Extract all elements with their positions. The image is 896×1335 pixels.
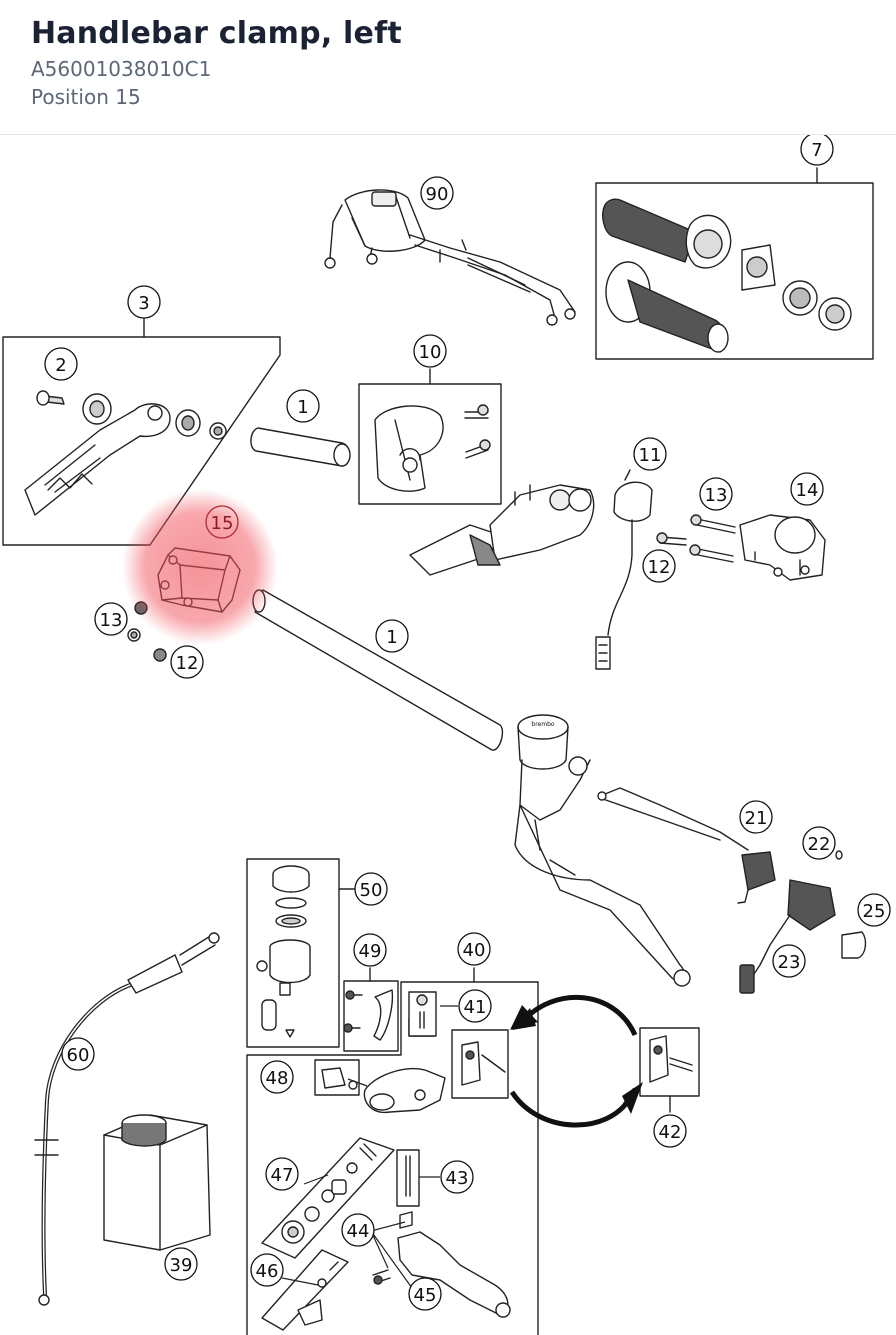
callout-12-right[interactable]: 12 xyxy=(642,549,676,583)
svg-text:45: 45 xyxy=(414,1285,437,1306)
svg-text:10: 10 xyxy=(419,342,442,363)
callout-50[interactable]: 50 xyxy=(354,872,388,906)
svg-text:40: 40 xyxy=(463,940,486,961)
svg-text:7: 7 xyxy=(811,140,822,161)
part-number: A56001038010C1 xyxy=(31,57,212,81)
callout-13-left[interactable]: 13 xyxy=(94,602,128,636)
callout-3[interactable]: 3 xyxy=(127,285,161,319)
svg-text:3: 3 xyxy=(138,293,149,314)
svg-text:44: 44 xyxy=(347,1221,370,1242)
svg-text:1: 1 xyxy=(297,397,308,418)
header: Handlebar clamp, left A56001038010C1 Pos… xyxy=(0,0,896,135)
svg-text:48: 48 xyxy=(266,1068,289,1089)
svg-text:46: 46 xyxy=(256,1261,279,1282)
callout-25[interactable]: 25 xyxy=(857,893,891,927)
clamp-bolts-part[interactable] xyxy=(656,514,736,563)
kill-switch-part[interactable] xyxy=(595,469,653,670)
position-label: Position 15 xyxy=(31,85,141,109)
brake-fluid-part[interactable] xyxy=(103,1114,211,1251)
callout-7[interactable]: 7 xyxy=(800,135,834,166)
lever-kit-part[interactable] xyxy=(2,317,281,546)
swap-arrows xyxy=(509,994,638,1128)
clutch-master-cylinder-part[interactable] xyxy=(514,714,691,987)
callout-13-right[interactable]: 13 xyxy=(699,477,733,511)
bracket-kit-part[interactable] xyxy=(343,967,399,1052)
adapter-part[interactable] xyxy=(639,1027,700,1113)
svg-text:22: 22 xyxy=(808,834,831,855)
callout-14[interactable]: 14 xyxy=(790,472,824,506)
svg-text:15: 15 xyxy=(211,513,234,534)
callout-22[interactable]: 22 xyxy=(802,826,836,860)
svg-text:41: 41 xyxy=(464,997,487,1018)
callout-1-sleeve[interactable]: 1 xyxy=(286,389,320,423)
callout-46[interactable]: 46 xyxy=(250,1253,284,1287)
callout-42[interactable]: 42 xyxy=(653,1114,687,1148)
svg-text:49: 49 xyxy=(359,941,382,962)
callout-44[interactable]: 44 xyxy=(341,1213,375,1247)
callout-41[interactable]: 41 xyxy=(458,989,492,1023)
callout-48[interactable]: 48 xyxy=(260,1060,294,1094)
svg-text:60: 60 xyxy=(67,1045,90,1066)
svg-text:1: 1 xyxy=(386,627,397,648)
callout-2[interactable]: 2 xyxy=(44,347,78,381)
svg-text:14: 14 xyxy=(796,480,819,501)
callout-40[interactable]: 40 xyxy=(457,932,491,966)
handlebar-clamp-right-part[interactable] xyxy=(739,514,826,581)
callout-49[interactable]: 49 xyxy=(353,933,387,967)
handlebar-part[interactable] xyxy=(252,589,504,751)
svg-text:13: 13 xyxy=(100,610,123,631)
svg-text:50: 50 xyxy=(360,880,383,901)
callout-60[interactable]: 60 xyxy=(61,1037,95,1071)
reservoir-kit-part[interactable] xyxy=(246,858,356,1048)
callout-39[interactable]: 39 xyxy=(164,1247,198,1281)
svg-text:39: 39 xyxy=(170,1255,193,1276)
svg-text:43: 43 xyxy=(446,1168,469,1189)
svg-text:12: 12 xyxy=(176,653,199,674)
cap-part[interactable] xyxy=(841,931,867,959)
leader-lines xyxy=(281,1005,458,1289)
switch-assembly-part[interactable] xyxy=(358,368,502,505)
reservoir-cap-label: brembo xyxy=(531,721,554,728)
brake-master-cylinder-part[interactable] xyxy=(409,484,595,576)
callout-12-left[interactable]: 12 xyxy=(170,645,204,679)
callout-90[interactable]: 90 xyxy=(420,176,454,210)
svg-text:47: 47 xyxy=(271,1165,294,1186)
grips-kit-part[interactable] xyxy=(595,167,874,360)
svg-text:23: 23 xyxy=(778,952,801,973)
svg-text:21: 21 xyxy=(745,808,768,829)
svg-text:12: 12 xyxy=(648,557,671,578)
callout-43[interactable]: 43 xyxy=(440,1160,474,1194)
callout-10[interactable]: 10 xyxy=(413,334,447,368)
svg-text:25: 25 xyxy=(863,901,886,922)
brake-hose-part[interactable] xyxy=(34,932,220,1306)
brake-pump-kit-part[interactable] xyxy=(246,967,539,1335)
callout-23[interactable]: 23 xyxy=(772,944,806,978)
page-title: Handlebar clamp, left xyxy=(31,16,402,51)
connector-part[interactable] xyxy=(739,879,836,994)
highlight-15 xyxy=(122,489,278,645)
svg-text:11: 11 xyxy=(639,445,662,466)
callout-1-bar[interactable]: 1 xyxy=(375,619,409,653)
svg-text:13: 13 xyxy=(705,485,728,506)
callout-47[interactable]: 47 xyxy=(265,1157,299,1191)
svg-text:42: 42 xyxy=(659,1122,682,1143)
callout-21[interactable]: 21 xyxy=(739,800,773,834)
oring-part[interactable] xyxy=(835,850,843,860)
svg-text:90: 90 xyxy=(426,184,449,205)
callout-45[interactable]: 45 xyxy=(408,1277,442,1311)
handlebar-sleeve-part[interactable] xyxy=(250,427,351,467)
exploded-parts-diagram: 90 7 3 2 10 1 11 13 14 12 15 13 12 1 21 … xyxy=(2,135,891,1335)
throttle-housing-part[interactable] xyxy=(324,189,576,326)
clutch-switch-part[interactable] xyxy=(597,787,776,904)
svg-text:2: 2 xyxy=(55,355,66,376)
callout-11[interactable]: 11 xyxy=(633,437,667,471)
callout-15[interactable]: 15 xyxy=(205,505,239,539)
callouts: 90 7 3 2 10 1 11 13 14 12 15 13 12 1 21 … xyxy=(44,135,891,1311)
